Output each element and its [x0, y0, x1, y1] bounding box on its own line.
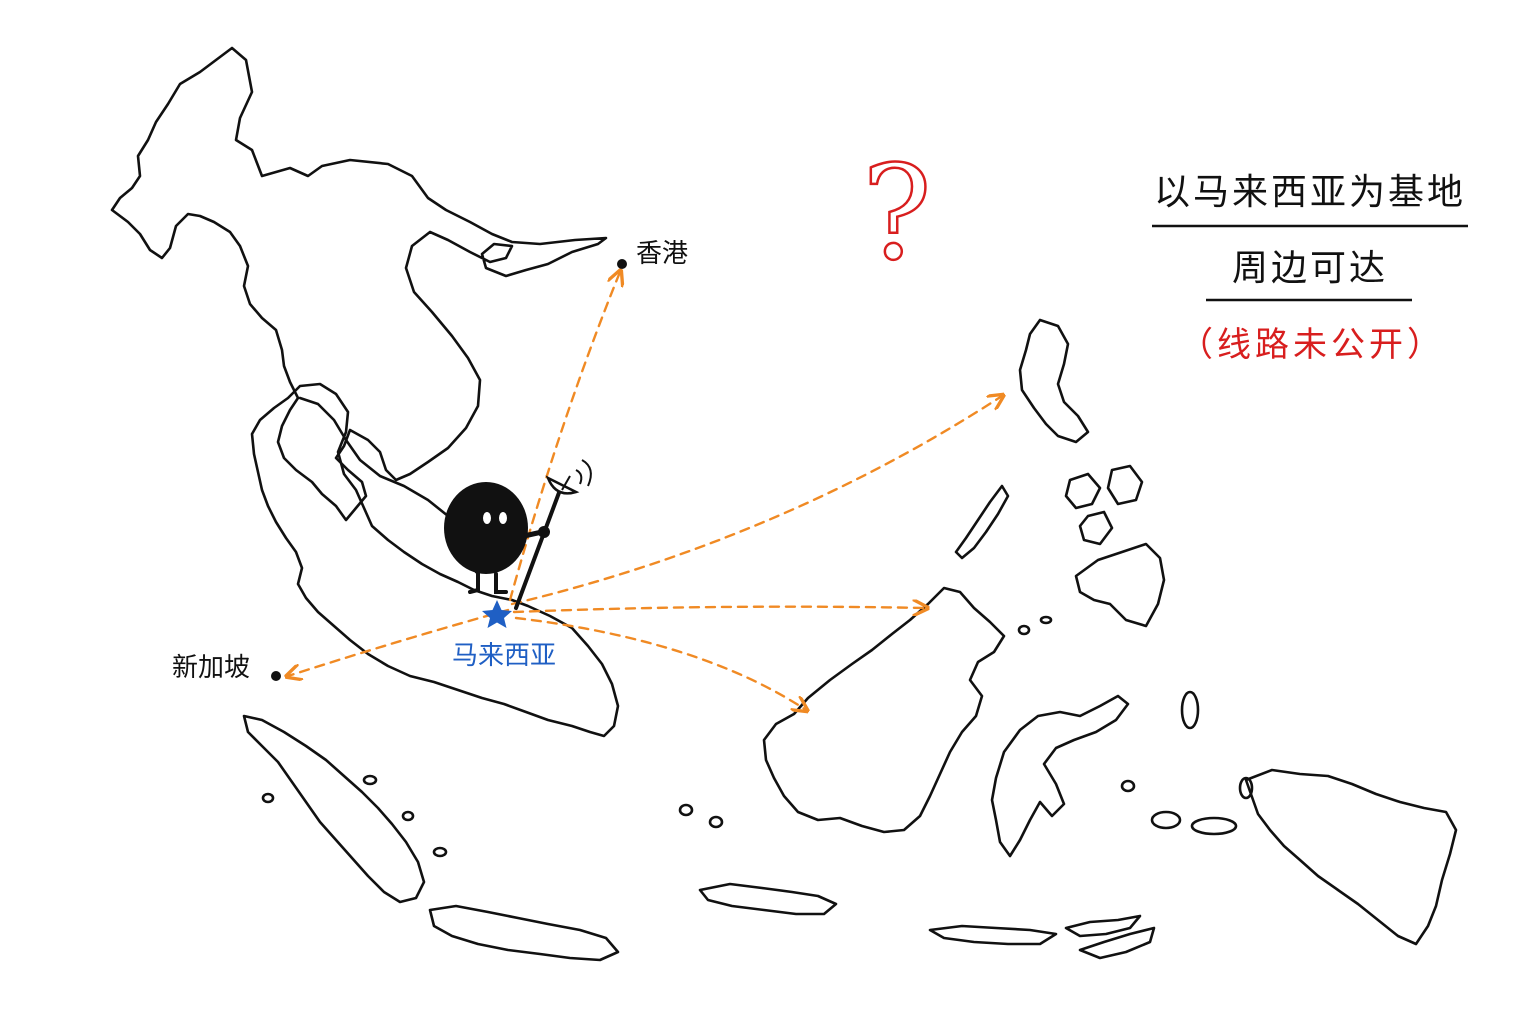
black-blob-character-with-satellite-antenna-icon: [444, 459, 592, 610]
route-to-borneo-north: [512, 607, 926, 612]
singapore-label: 新加坡: [172, 653, 250, 683]
star-icon: [482, 600, 512, 628]
small-island: [1017, 624, 1031, 636]
borneo: [762, 586, 1006, 834]
small-island: [1180, 690, 1200, 730]
small-island: [678, 803, 694, 817]
new-guinea: [1244, 768, 1458, 946]
title-line-2: 周边可达: [1232, 248, 1388, 289]
small-island: [1190, 816, 1238, 836]
hong-kong-label: 香港: [636, 239, 688, 269]
route-to-borneo-west: [514, 616, 806, 710]
small-island: [708, 815, 724, 829]
small-island: [401, 810, 415, 822]
singapore-dot: [271, 671, 281, 681]
timor: [1078, 926, 1156, 960]
title-line-1: 以马来西亚为基地: [1154, 172, 1466, 213]
small-island: [1238, 776, 1254, 800]
small-island: [1039, 615, 1053, 625]
route-to-singapore: [288, 608, 510, 676]
java: [428, 904, 620, 962]
hong-kong-dot: [617, 259, 627, 269]
route-not-public-note: （线路未公开）: [1179, 325, 1445, 365]
small-island: [1120, 779, 1136, 793]
small-island: [432, 846, 448, 858]
route-to-philippines: [510, 396, 1002, 606]
small-island: [1150, 810, 1182, 830]
palawan: [954, 484, 1010, 560]
route-to-hong-kong: [508, 272, 620, 602]
malaysia-label: 马来西亚: [452, 641, 556, 671]
sumatra: [242, 714, 426, 904]
visayas: [1064, 464, 1144, 546]
small-island: [362, 774, 378, 786]
lesser-sunda-islands: [698, 882, 1142, 946]
question-mark: ?: [862, 137, 932, 289]
small-island: [261, 792, 275, 804]
sulawesi: [990, 694, 1130, 858]
routes: [288, 272, 1002, 710]
malay-peninsula: [250, 382, 620, 738]
mainland-southeast-asia: [110, 46, 608, 522]
luzon: [1018, 318, 1090, 444]
mindanao: [1074, 542, 1166, 628]
